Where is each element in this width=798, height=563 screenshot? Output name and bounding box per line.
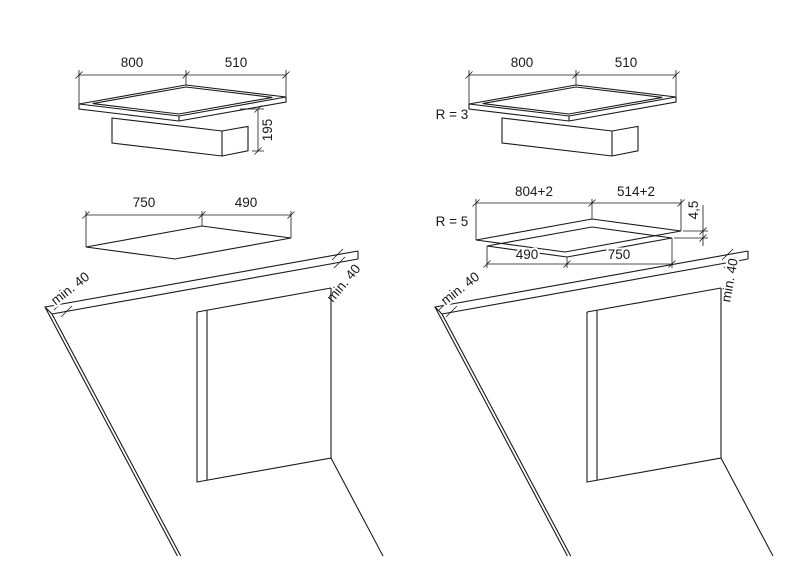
inner-cutout-dimension-lines bbox=[483, 238, 676, 268]
hob-height-dimension bbox=[240, 105, 264, 155]
dim-label-hob-depth-right: 510 bbox=[615, 55, 638, 70]
diagram-hob-standard: 800 510 195 bbox=[75, 55, 290, 157]
dim-label-hob-height: 195 bbox=[260, 119, 275, 142]
label-corner-radius-hob: R = 3 bbox=[436, 107, 469, 122]
base-cabinet-front-right bbox=[586, 287, 774, 557]
hob-left-dimension-lines bbox=[75, 70, 290, 104]
diagram-cutout-standard: 750 490 min. 40 min. 40 bbox=[44, 195, 384, 557]
dim-label-inner-depth: 490 bbox=[516, 247, 539, 262]
hob-right-dimension-lines bbox=[465, 70, 680, 104]
dim-label-cutout-width: 750 bbox=[133, 195, 156, 210]
worktop-front-edge bbox=[44, 250, 359, 557]
hob-casing-box-right bbox=[501, 117, 639, 157]
base-cabinet-front bbox=[196, 287, 384, 557]
dim-label-recess-width: 804+2 bbox=[515, 184, 553, 199]
worktop-cutout-opening bbox=[85, 225, 292, 260]
hob-top-surface-right bbox=[468, 84, 677, 122]
dim-label-recess-height: 4,5 bbox=[686, 201, 701, 220]
label-corner-radius-cutout: R = 5 bbox=[436, 214, 469, 229]
dim-label-hob-width-right: 800 bbox=[511, 55, 534, 70]
recess-dimension-lines bbox=[472, 199, 685, 240]
recess-height-dimension bbox=[674, 205, 708, 246]
hob-top-surface bbox=[78, 84, 287, 122]
label-min-clearance-right: min. 40 bbox=[324, 261, 364, 305]
diagram-cutout-flush: 804+2 514+2 490 750 4,5 R = 5 min. 40 mi… bbox=[434, 184, 774, 557]
hob-casing-box bbox=[111, 117, 249, 157]
dim-label-inner-width: 750 bbox=[608, 247, 631, 262]
cutout-dimension-lines bbox=[82, 211, 295, 247]
dim-label-hob-depth: 510 bbox=[225, 55, 248, 70]
recess-outer-opening bbox=[475, 218, 682, 253]
dim-label-hob-width: 800 bbox=[121, 55, 144, 70]
clearance-tick-marks bbox=[53, 248, 346, 318]
diagram-hob-flush: 800 510 R = 3 bbox=[436, 55, 680, 157]
dim-label-cutout-depth: 490 bbox=[235, 195, 258, 210]
clearance-tick-marks-right bbox=[438, 248, 736, 318]
dim-label-recess-depth: 514+2 bbox=[617, 184, 655, 199]
worktop-front-edge-right bbox=[434, 250, 749, 557]
